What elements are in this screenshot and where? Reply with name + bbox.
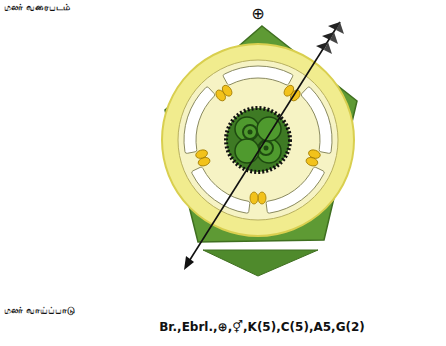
formula-heading: மலர் வாய்ப்பாடு xyxy=(4,305,75,316)
outer-whorl xyxy=(162,44,354,236)
stamen xyxy=(214,84,234,103)
petal xyxy=(301,87,332,153)
androecium xyxy=(195,84,322,204)
floral-formula: Br.,Ebrl.,⊕,⚥,K(5),C(5),A5,G(2) xyxy=(159,320,365,334)
inner-whorl xyxy=(178,60,338,220)
symmetry-symbol: ⊕ xyxy=(251,4,264,23)
diagram-title: மலர் வரைபடம் xyxy=(4,2,70,13)
ovary xyxy=(235,117,281,163)
bract xyxy=(203,250,318,276)
petal xyxy=(266,167,324,213)
stamen xyxy=(305,148,321,167)
petal xyxy=(184,87,215,153)
stamen xyxy=(250,192,266,204)
petal xyxy=(192,167,250,213)
stamen xyxy=(195,148,211,167)
petal xyxy=(223,66,292,85)
median-axis-arrow xyxy=(184,22,344,270)
corolla xyxy=(184,66,332,213)
